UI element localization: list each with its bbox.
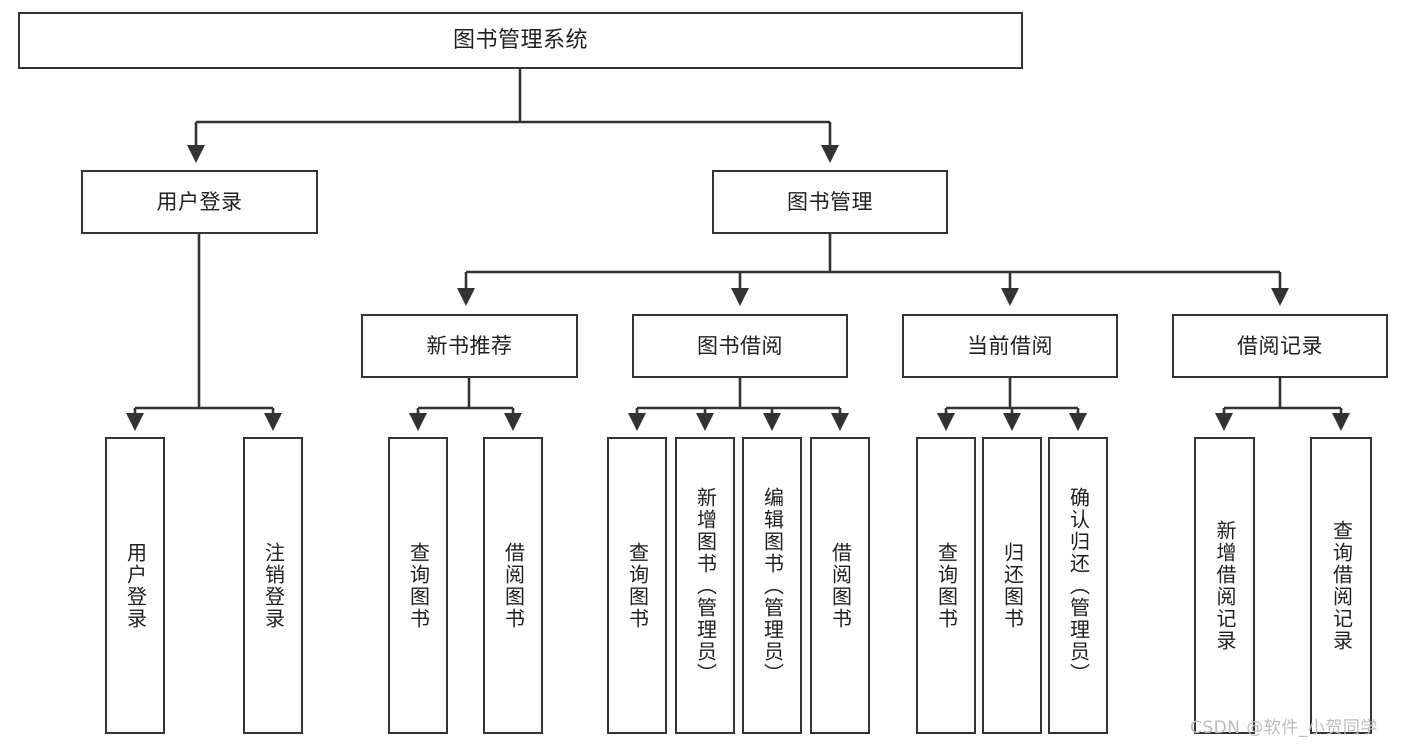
node-leaf-return-book[interactable]: 归还图书	[982, 437, 1042, 734]
node-leaf-query-book-current[interactable]: 查询图书	[916, 437, 976, 734]
node-leaf-confirm-return-admin[interactable]: 确认归还（管理员）	[1048, 437, 1108, 734]
node-leaf-edit-book-admin[interactable]: 编辑图书（管理员）	[742, 437, 802, 734]
node-leaf-add-book-admin[interactable]: 新增图书（管理员）	[675, 437, 735, 734]
node-label: 图书管理	[787, 189, 873, 214]
node-label: 借阅图书	[501, 541, 526, 630]
node-label: 查询图书	[625, 541, 650, 630]
node-leaf-query-borrow-record[interactable]: 查询借阅记录	[1310, 437, 1372, 734]
node-borrow-record[interactable]: 借阅记录	[1172, 314, 1388, 378]
node-label: 用户登录	[123, 541, 148, 630]
node-label: 用户登录	[156, 189, 243, 214]
node-label: 注销登录	[261, 541, 286, 630]
node-label: 新增借阅记录	[1213, 519, 1237, 652]
node-user-login[interactable]: 用户登录	[81, 170, 318, 234]
node-book-management[interactable]: 图书管理	[712, 170, 948, 234]
node-label: 归还图书	[1000, 541, 1025, 630]
node-label: 借阅记录	[1237, 333, 1323, 358]
node-current-borrow[interactable]: 当前借阅	[902, 314, 1118, 378]
node-label: 借阅图书	[828, 541, 853, 630]
node-new-book-recommend[interactable]: 新书推荐	[361, 314, 578, 378]
node-leaf-query-book-recommend[interactable]: 查询图书	[388, 437, 448, 734]
node-leaf-add-borrow-record[interactable]: 新增借阅记录	[1194, 437, 1255, 734]
node-label: 图书管理系统	[452, 27, 588, 53]
node-leaf-query-book-borrow[interactable]: 查询图书	[607, 437, 667, 734]
node-label: 图书借阅	[697, 333, 783, 358]
node-root-system[interactable]: 图书管理系统	[18, 12, 1023, 69]
node-label: 查询图书	[406, 541, 431, 630]
node-label: 新增图书（管理员）	[693, 486, 718, 685]
node-leaf-logout[interactable]: 注销登录	[243, 437, 303, 734]
node-label: 当前借阅	[967, 333, 1053, 358]
node-leaf-borrow-book-recommend[interactable]: 借阅图书	[483, 437, 543, 734]
node-label: 查询借阅记录	[1329, 519, 1354, 652]
node-label: 查询图书	[934, 541, 959, 630]
node-book-borrow[interactable]: 图书借阅	[632, 314, 848, 378]
node-label: 确认归还（管理员）	[1066, 486, 1091, 685]
node-label: 编辑图书（管理员）	[760, 486, 785, 685]
csdn-watermark: CSDN @软件_小贺同学	[1190, 718, 1378, 738]
node-label: 新书推荐	[426, 333, 513, 358]
node-leaf-borrow-book[interactable]: 借阅图书	[810, 437, 870, 734]
node-leaf-user-login[interactable]: 用户登录	[105, 437, 165, 734]
